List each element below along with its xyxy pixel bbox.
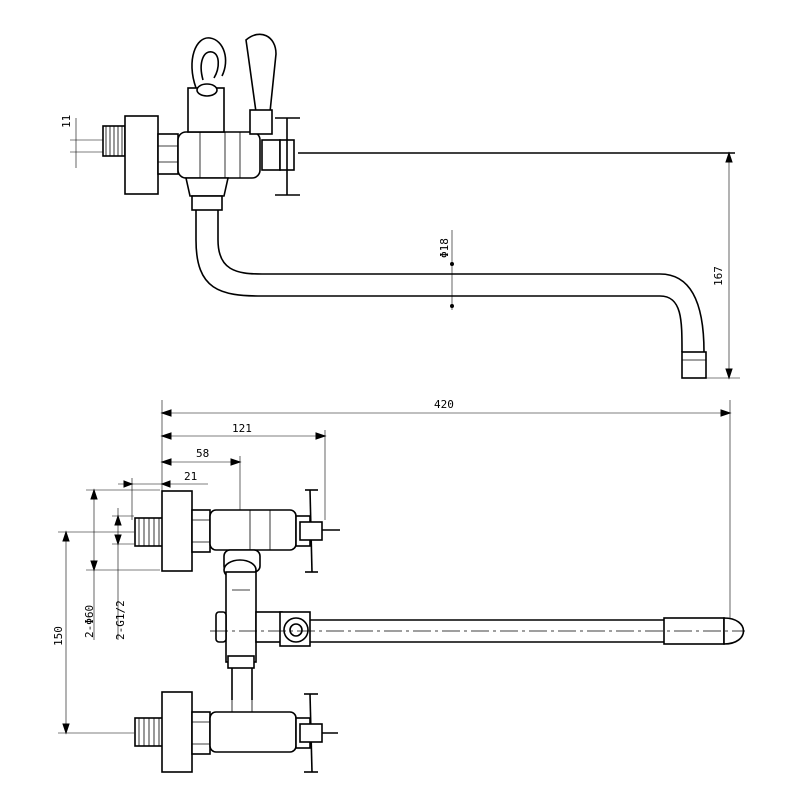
dim-length-21: 21 [118, 470, 208, 520]
dim-length-58: 58 [160, 447, 242, 520]
side-spout-pipe-inner [217, 210, 705, 353]
front-lower-nut [191, 711, 211, 755]
front-upper-valve-body [209, 509, 297, 551]
side-view: 11 Φ18 167 [60, 33, 740, 380]
dim-420-label: 420 [434, 398, 454, 411]
dim-diameter-60: 2-Φ60 [83, 488, 160, 640]
dim-thread-length: 11 [60, 115, 103, 168]
dim-58-label: 58 [196, 447, 209, 460]
front-upper-inlet [134, 490, 211, 572]
dim-diameter-18-label: Φ18 [438, 238, 451, 258]
front-center-riser [215, 549, 283, 700]
dim-spout-drop: 167 [706, 151, 740, 380]
front-upper-cross-handle [295, 489, 340, 573]
side-eccentric-nut [157, 133, 179, 175]
front-lower-flange [161, 691, 193, 773]
dim-overall-length: 420 [160, 398, 732, 620]
dim-diameter-60-label: 2-Φ60 [83, 605, 96, 638]
dim-21-label: 21 [184, 470, 197, 483]
side-wall-flange [124, 115, 159, 195]
side-diverter-stem [187, 87, 225, 133]
front-upper-nut [191, 509, 211, 553]
side-cross-handle [261, 139, 281, 171]
dim-121-label: 121 [232, 422, 252, 435]
side-aerator [681, 351, 707, 379]
side-spout-nut [185, 177, 229, 197]
dim-11-label: 11 [60, 115, 73, 128]
side-spout-pipe-outer [195, 210, 683, 353]
front-upper-flange [161, 490, 193, 572]
dim-150-label: 150 [52, 626, 65, 646]
dim-thread-g12: 2-G1/2 [112, 508, 134, 640]
side-inlet-thread [102, 125, 126, 157]
front-lower-cross-handle [295, 693, 338, 773]
dim-pipe-diameter: Φ18 [438, 230, 454, 310]
side-valve-body [177, 131, 261, 179]
dim-center-150: 150 [52, 530, 134, 735]
front-lower-inlet [134, 691, 211, 773]
front-view: 420 121 58 21 [52, 398, 745, 773]
dim-g12-label: 2-G1/2 [114, 600, 127, 640]
dim-167-label: 167 [712, 266, 725, 286]
dim-length-121: 121 [160, 422, 327, 520]
side-shower-hook [191, 37, 227, 89]
front-spout [210, 611, 745, 647]
side-lever-handle [245, 33, 277, 113]
front-lower-valve-body [209, 711, 297, 753]
